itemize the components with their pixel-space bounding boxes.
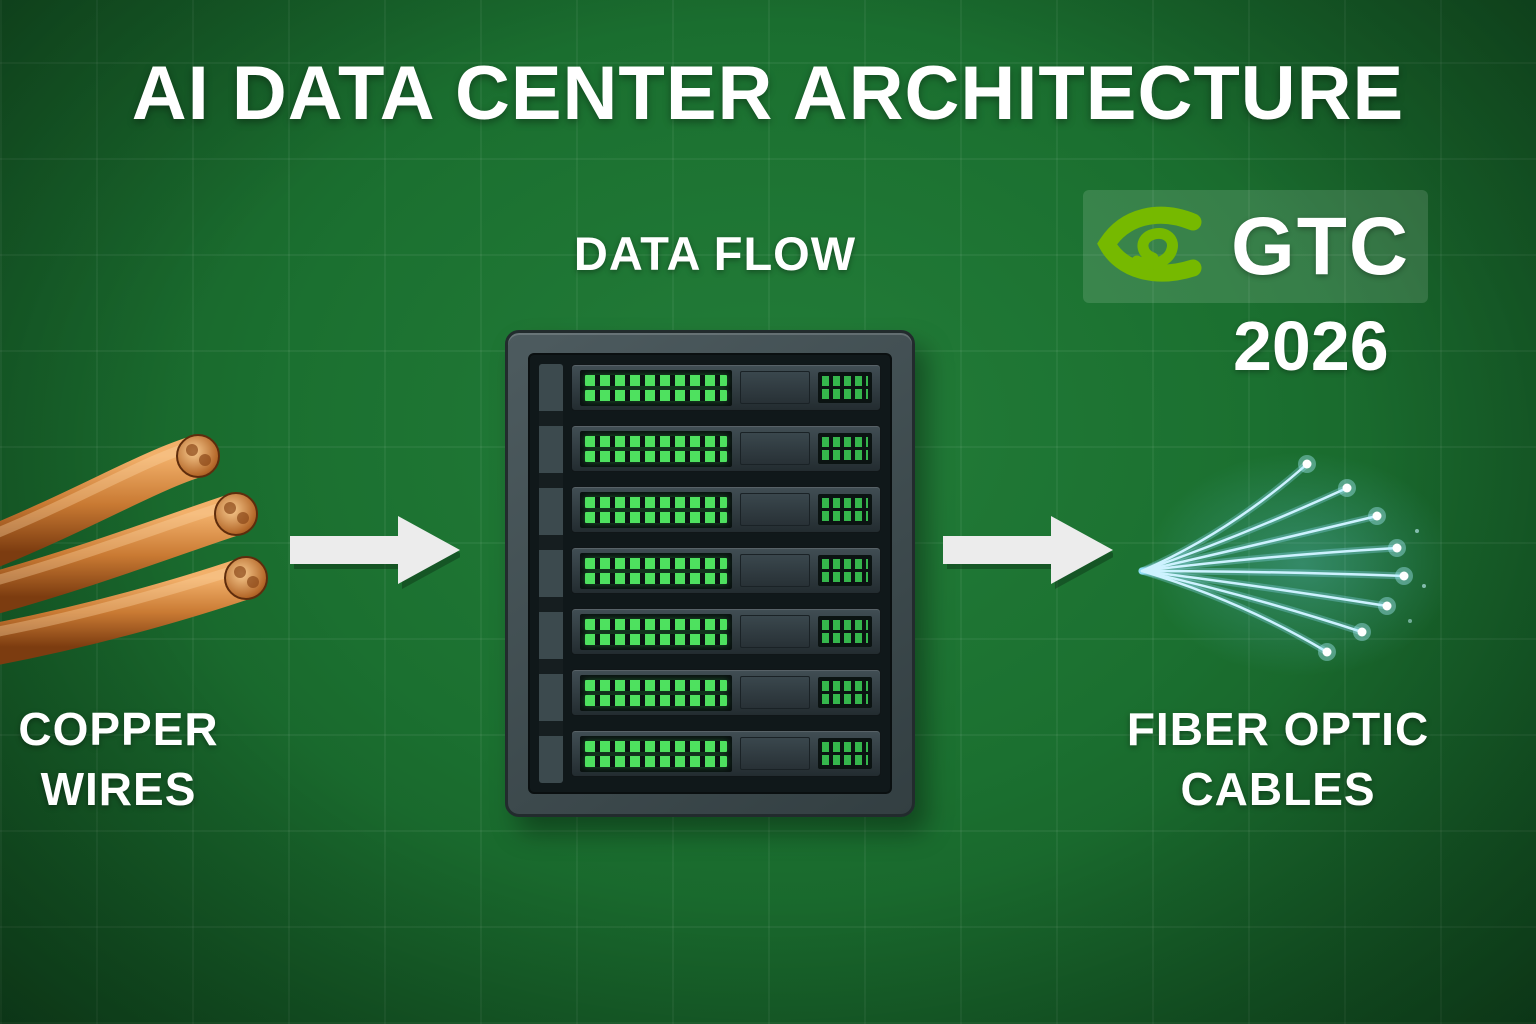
flow-arrow-left-icon [290, 506, 464, 594]
led-panel [580, 613, 732, 650]
led-block [818, 494, 872, 525]
copper-label-line2: WIRES [40, 762, 197, 815]
led-panel [580, 552, 732, 589]
led-block [818, 433, 872, 464]
server-faceplate [740, 371, 810, 404]
page-title: AI DATA CENTER ARCHITECTURE [131, 51, 1405, 136]
server-unit [571, 364, 881, 411]
server-unit [571, 730, 881, 777]
rack-inner-panel [528, 353, 892, 794]
server-unit [571, 425, 881, 472]
led-panel [580, 369, 732, 406]
led-block [818, 738, 872, 769]
brand-logo-row: GTC [1083, 190, 1429, 303]
fiber-optic-label: FIBER OPTIC CABLES [1103, 700, 1453, 820]
copper-wires-label: COPPER WIRES [6, 700, 231, 820]
server-unit [571, 547, 881, 594]
led-panel [580, 430, 732, 467]
server-faceplate [740, 737, 810, 770]
fiber-label-line1: FIBER OPTIC [1126, 703, 1430, 755]
server-faceplate [740, 676, 810, 709]
server-unit [571, 669, 881, 716]
server-stack [571, 364, 881, 783]
fiber-optic-illustration [1112, 436, 1457, 694]
fiber-label-line2: CABLES [1180, 762, 1376, 815]
brand-name: GTC [1231, 200, 1411, 292]
led-panel [580, 674, 732, 711]
server-faceplate [740, 615, 810, 648]
data-flow-label: DATA FLOW [573, 227, 857, 280]
led-block [818, 677, 872, 708]
nvidia-eye-icon [1089, 194, 1217, 299]
led-panel [580, 735, 732, 772]
server-faceplate [740, 493, 810, 526]
server-unit [571, 486, 881, 533]
led-block [818, 616, 872, 647]
copper-wires-illustration [0, 392, 300, 692]
brand-year: 2026 [1233, 307, 1389, 385]
rack-rail [539, 364, 563, 783]
copper-label-line1: COPPER [18, 703, 219, 755]
server-faceplate [740, 432, 810, 465]
led-block [818, 555, 872, 586]
led-block [818, 372, 872, 403]
server-rack [505, 330, 915, 817]
flow-arrow-right-icon [943, 506, 1117, 594]
server-faceplate [740, 554, 810, 587]
brand-block: GTC 2026 [1083, 190, 1429, 385]
server-unit [571, 608, 881, 655]
led-panel [580, 491, 732, 528]
